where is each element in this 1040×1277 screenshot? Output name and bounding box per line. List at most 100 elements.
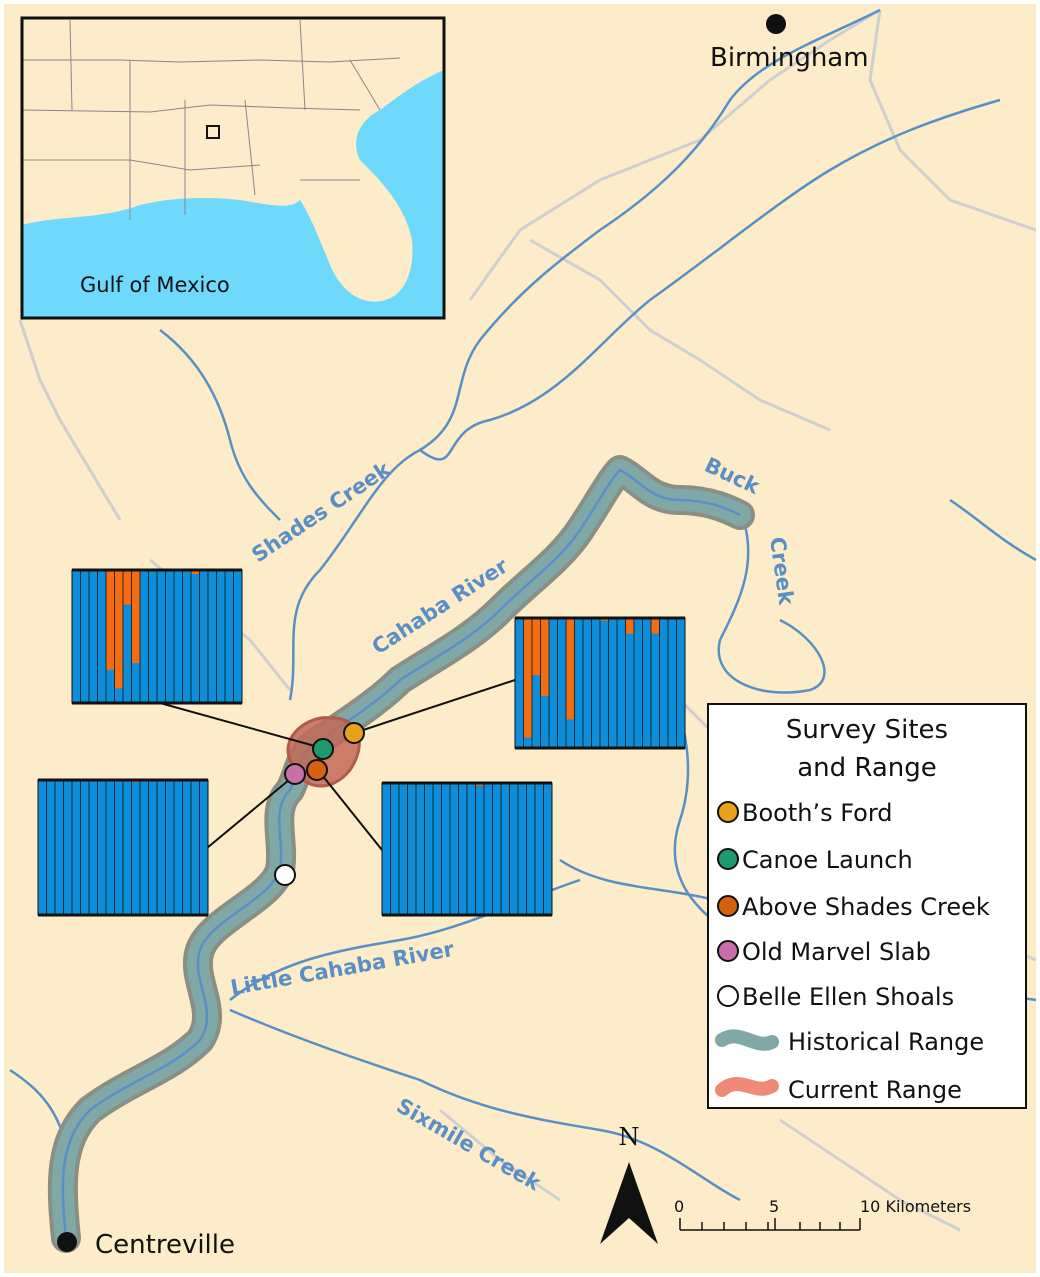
bar-blue xyxy=(424,783,433,915)
legend-label-belle-ellen-shoals: Belle Ellen Shoals xyxy=(742,983,954,1011)
bar-orange xyxy=(191,570,200,574)
bar-blue xyxy=(467,783,476,915)
legend-swatch-above-shades-creek xyxy=(717,895,739,917)
bar-orange xyxy=(540,618,549,696)
bar-blue xyxy=(233,570,242,703)
bar-blue xyxy=(382,783,391,915)
bar-blue xyxy=(484,783,493,915)
bar-blue xyxy=(72,570,81,703)
bar-blue xyxy=(191,570,200,703)
legend-label-current-range: Current Range xyxy=(788,1076,962,1104)
bar-blue xyxy=(659,618,668,748)
bar-blue xyxy=(651,618,660,748)
bar-blue xyxy=(157,570,166,703)
site-canoe-launch[interactable] xyxy=(312,738,334,760)
bar-blue xyxy=(543,783,552,915)
city-label-birmingham: Birmingham xyxy=(710,43,869,73)
site-old-marvel-slab[interactable] xyxy=(284,763,306,785)
bar-blue xyxy=(441,783,450,915)
legend-label-canoe-launch: Canoe Launch xyxy=(742,846,913,874)
bar-blue xyxy=(642,618,651,748)
legend-label-historical-range: Historical Range xyxy=(788,1028,984,1056)
bar-blue xyxy=(140,570,149,703)
bar-blue xyxy=(492,783,501,915)
scale-label-10: 10 Kilometers xyxy=(860,1197,971,1216)
inset-borders xyxy=(21,19,401,220)
bar-blue xyxy=(182,780,191,915)
bar-blue xyxy=(106,780,115,915)
city-marker-birmingham xyxy=(766,14,786,34)
bar-blue xyxy=(89,780,98,915)
bar-blue xyxy=(535,783,544,915)
bar-blue xyxy=(475,783,484,915)
legend-swatch-old-marvel-slab xyxy=(717,940,739,962)
site-above-shades-creek[interactable] xyxy=(306,759,328,781)
bar-blue xyxy=(634,618,643,748)
bar-blue xyxy=(416,783,425,915)
bar-blue xyxy=(123,570,132,703)
bar-blue xyxy=(174,570,183,703)
bar-blue xyxy=(97,780,106,915)
bar-blue xyxy=(668,618,677,748)
inset-map: Gulf of Mexico xyxy=(20,16,446,320)
plot-connectors xyxy=(159,679,516,851)
structure-plot-belle-ellen-shoals xyxy=(37,778,209,917)
site-booths-ford[interactable] xyxy=(343,722,365,744)
legend-swatch-canoe-launch xyxy=(717,848,739,870)
bar-blue xyxy=(165,780,174,915)
legend-swatch-current-range xyxy=(715,1077,779,1097)
bar-orange xyxy=(114,570,123,689)
bar-blue xyxy=(225,570,234,703)
bar-blue xyxy=(38,780,47,915)
bar-blue xyxy=(549,618,558,748)
scale-label-0: 0 xyxy=(674,1197,684,1216)
structure-plot-booths-ford xyxy=(514,616,686,750)
bar-blue xyxy=(63,780,72,915)
bar-blue xyxy=(114,780,123,915)
bar-blue xyxy=(148,780,157,915)
bar-orange xyxy=(566,618,575,720)
inset-label-gulf: Gulf of Mexico xyxy=(80,273,230,297)
bar-blue xyxy=(199,570,208,703)
legend-swatch-booths-ford xyxy=(717,801,739,823)
bar-blue xyxy=(600,618,609,748)
bar-orange xyxy=(106,570,115,670)
legend-swatch-belle-ellen-shoals xyxy=(717,985,739,1007)
bar-blue xyxy=(72,780,81,915)
bar-blue xyxy=(676,618,685,748)
structure-plot-old-marvel-slab xyxy=(71,568,243,705)
bar-blue xyxy=(526,783,535,915)
north-label: N xyxy=(619,1123,640,1151)
bar-blue xyxy=(174,780,183,915)
bar-orange xyxy=(131,570,140,664)
bar-blue xyxy=(97,570,106,703)
bar-blue xyxy=(591,618,600,748)
bar-blue xyxy=(80,570,89,703)
bar-blue xyxy=(80,780,89,915)
city-marker-centreville xyxy=(57,1232,77,1252)
scale-label-5: 5 xyxy=(769,1197,779,1216)
bar-blue xyxy=(208,570,217,703)
bar-blue xyxy=(501,783,510,915)
bar-blue xyxy=(574,618,583,748)
bar-blue xyxy=(148,570,157,703)
legend-label-old-marvel-slab: Old Marvel Slab xyxy=(742,938,931,966)
bar-blue xyxy=(450,783,459,915)
bar-blue xyxy=(46,780,55,915)
bar-blue xyxy=(165,570,174,703)
bar-orange xyxy=(532,618,541,676)
bar-blue xyxy=(515,618,524,748)
bar-blue xyxy=(617,618,626,748)
bar-blue xyxy=(518,783,527,915)
bar-blue xyxy=(608,618,617,748)
legend-title-line1: Survey Sites xyxy=(786,715,948,745)
inset-water xyxy=(22,70,444,318)
structure-plot-above-shades-creek xyxy=(381,781,553,917)
bar-blue xyxy=(433,783,442,915)
bar-blue xyxy=(532,618,541,748)
site-belle-ellen-shoals[interactable] xyxy=(274,864,296,886)
bar-blue xyxy=(216,570,225,703)
bar-blue xyxy=(140,780,149,915)
legend: Survey Sites and Range Booth’s Ford Cano… xyxy=(707,703,1027,1109)
